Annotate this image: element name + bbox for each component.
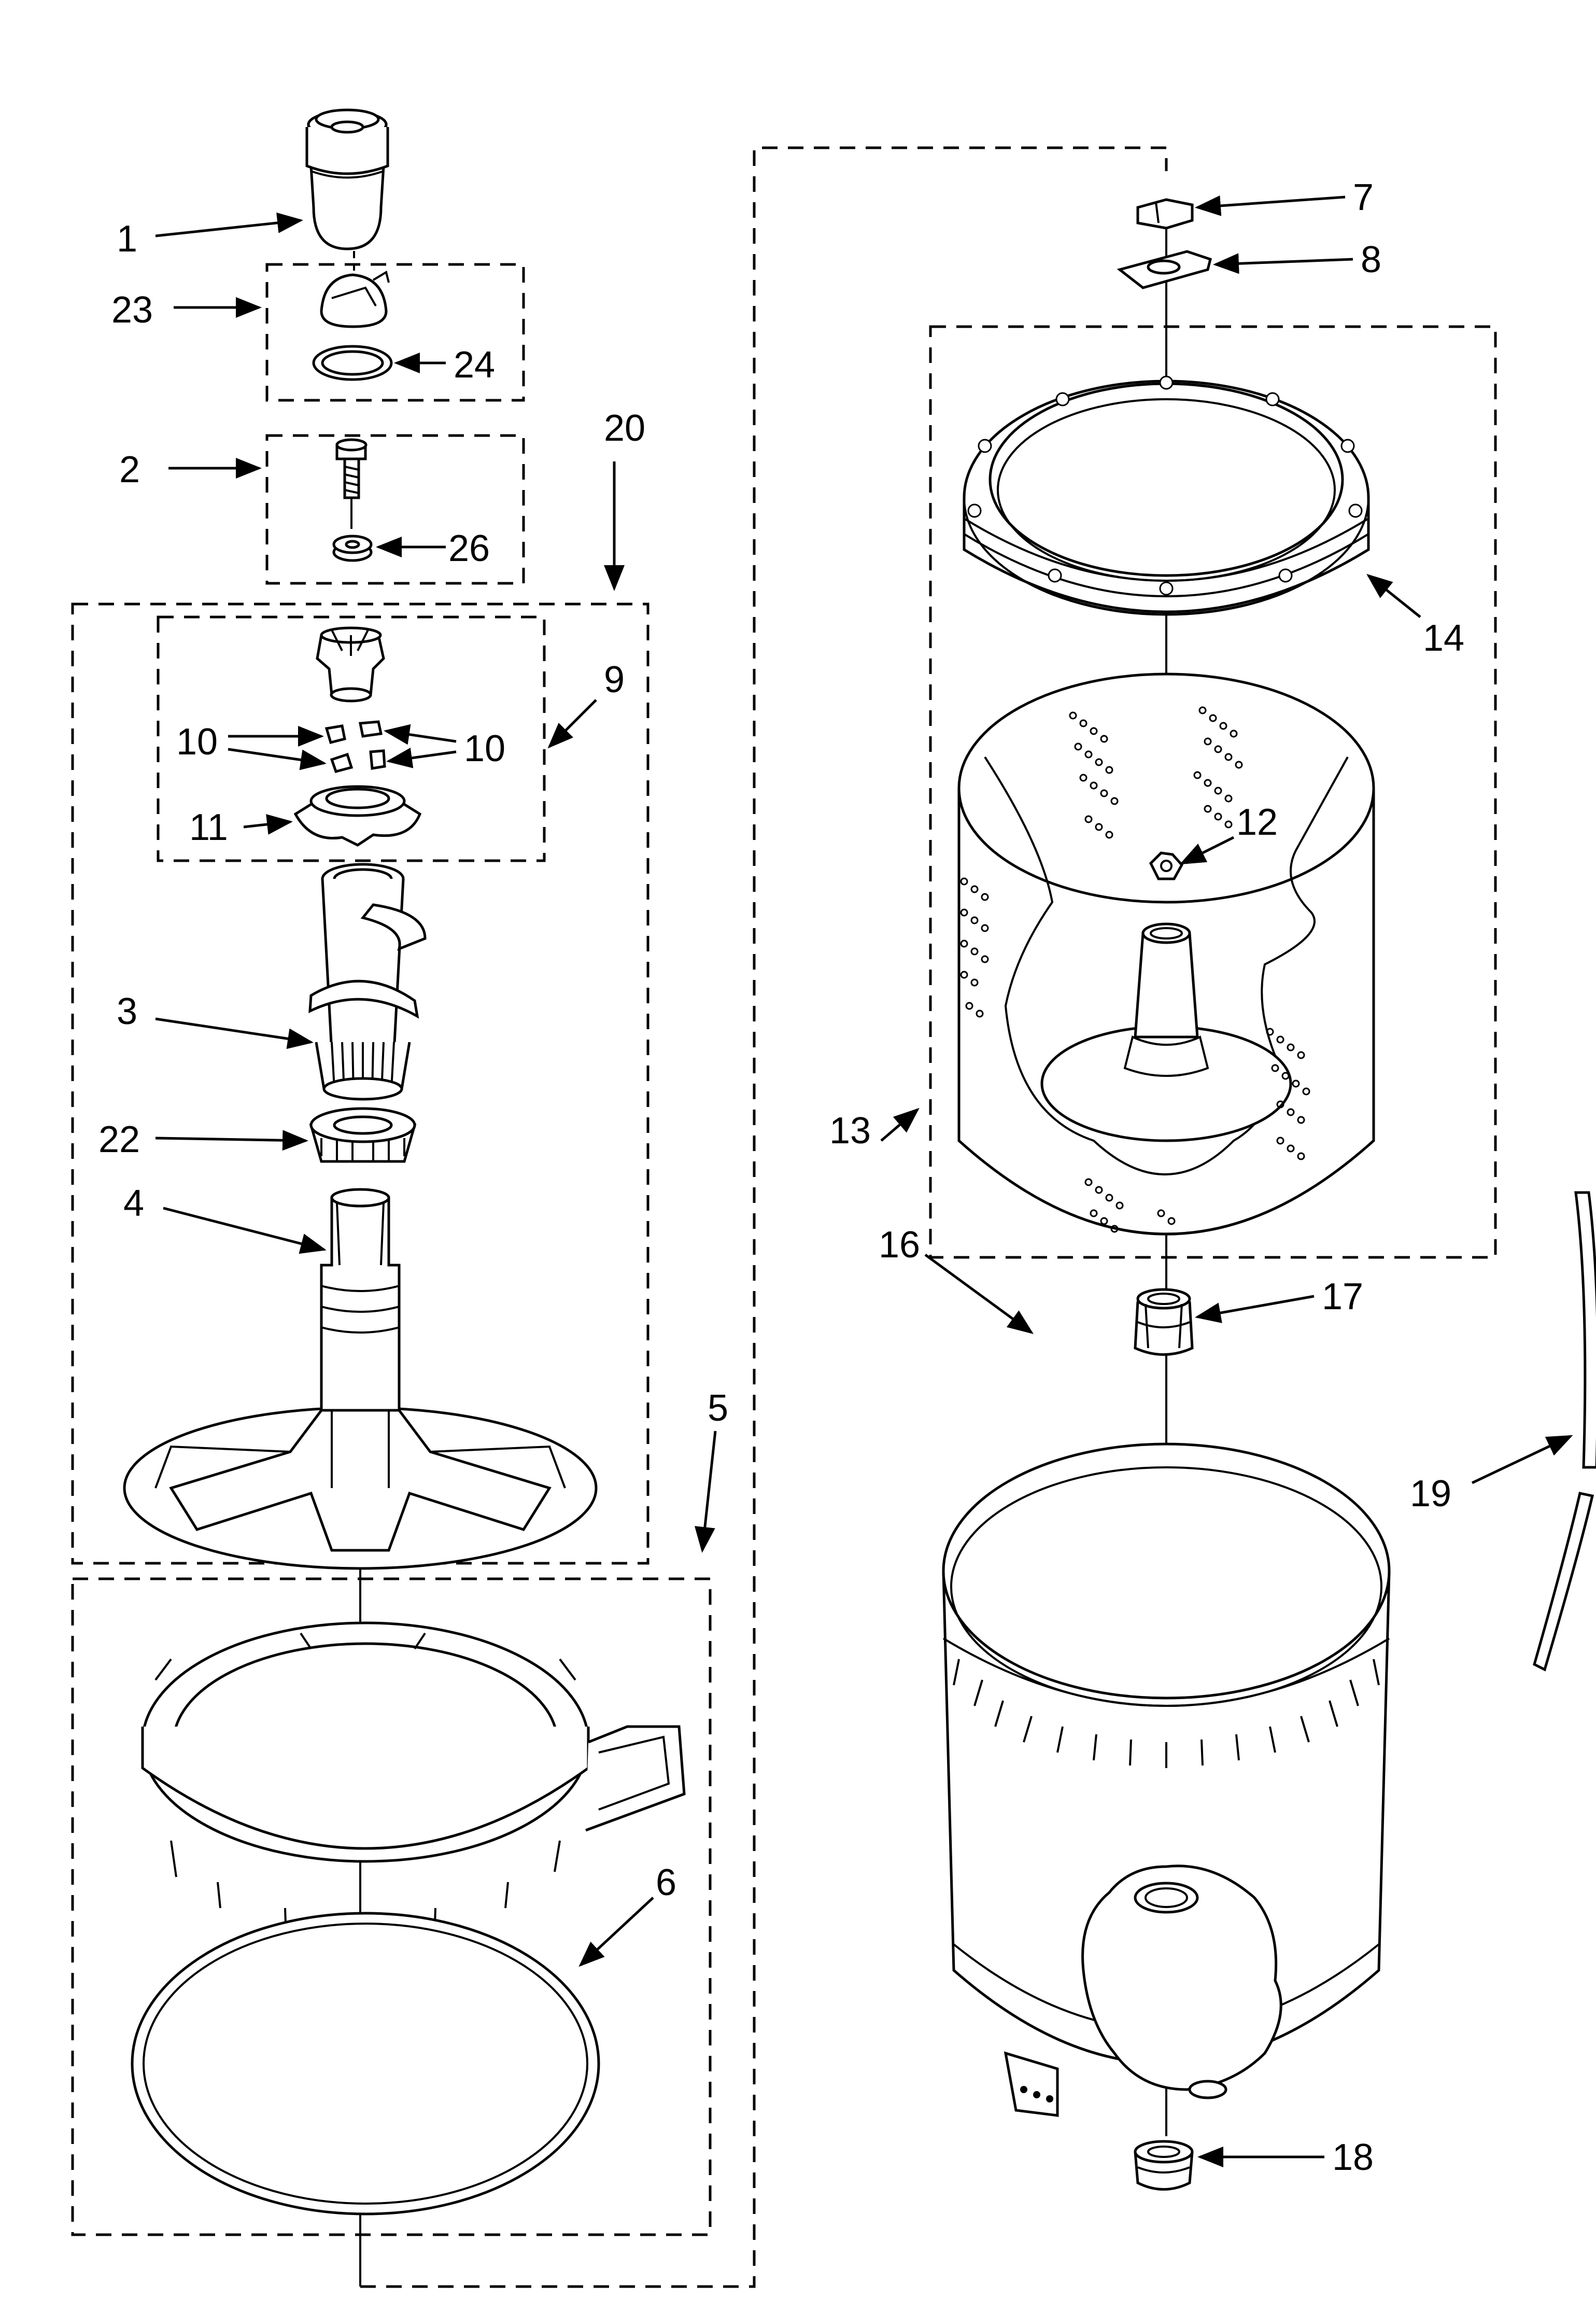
callout-20: 20 xyxy=(604,408,645,449)
callout-2: 2 xyxy=(119,449,140,490)
callout-9: 9 xyxy=(604,659,625,700)
group-box-23 xyxy=(265,263,525,402)
leader-lines xyxy=(155,195,1573,2167)
callout-18: 18 xyxy=(1332,2137,1374,2178)
callout-17: 17 xyxy=(1322,1276,1363,1317)
callout-13: 13 xyxy=(829,1110,871,1152)
part-22-bearing xyxy=(309,1107,417,1163)
assembly-connector-line xyxy=(360,146,1168,2288)
callout-1: 1 xyxy=(117,218,137,260)
part-24-oring xyxy=(312,345,393,381)
part-14-balance-ring xyxy=(963,375,1370,616)
group-box-5 xyxy=(71,1577,712,2236)
callout-10-left: 10 xyxy=(176,721,218,763)
callout-10-right: 10 xyxy=(464,728,505,769)
group-box-13 xyxy=(929,325,1497,1259)
callout-16: 16 xyxy=(879,1224,920,1266)
part-18-plug xyxy=(1134,2140,1194,2191)
part-10-dogs xyxy=(324,720,386,774)
part-2-bolt xyxy=(335,438,368,529)
callout-14: 14 xyxy=(1423,618,1464,659)
callout-26: 26 xyxy=(448,528,490,569)
callout-19: 19 xyxy=(1410,1473,1451,1515)
balance-ring-holes xyxy=(967,375,1363,596)
callout-labels: 1 23 24 2 26 20 9 10 10 11 3 22 4 5 6 7 … xyxy=(98,177,1464,2178)
basket-perforations xyxy=(960,706,1310,1233)
part-9-cam xyxy=(316,626,385,703)
part-26-washer xyxy=(332,535,373,562)
part-3-auger xyxy=(308,863,427,1101)
group-box-2 xyxy=(265,434,525,585)
part-11-ring xyxy=(293,785,422,847)
part-23-cap xyxy=(320,270,390,328)
part-8-plate xyxy=(1117,250,1212,289)
callout-24: 24 xyxy=(454,344,495,386)
group-box-9 xyxy=(157,615,546,862)
callout-11: 11 xyxy=(189,807,228,848)
part-16-tub xyxy=(942,1442,1391,2117)
part-19-hose xyxy=(1533,1191,1596,1672)
callout-12: 12 xyxy=(1236,802,1278,843)
callout-6: 6 xyxy=(656,1862,676,1903)
callout-7: 7 xyxy=(1353,177,1374,218)
part-17-coupling xyxy=(1134,1288,1194,1356)
part-seal-ring xyxy=(131,1912,600,2216)
part-1-dispenser xyxy=(305,108,389,250)
part-7-clip xyxy=(1136,198,1194,230)
part-13-basket xyxy=(957,672,1375,1236)
part-4-agitator xyxy=(123,1188,598,1570)
callout-23: 23 xyxy=(111,289,153,331)
callout-22: 22 xyxy=(98,1119,140,1160)
callout-3: 3 xyxy=(117,991,137,1032)
callout-4: 4 xyxy=(123,1183,144,1224)
callout-8: 8 xyxy=(1361,239,1381,281)
part-6-shroud xyxy=(141,1621,686,1940)
callout-5: 5 xyxy=(708,1387,728,1429)
